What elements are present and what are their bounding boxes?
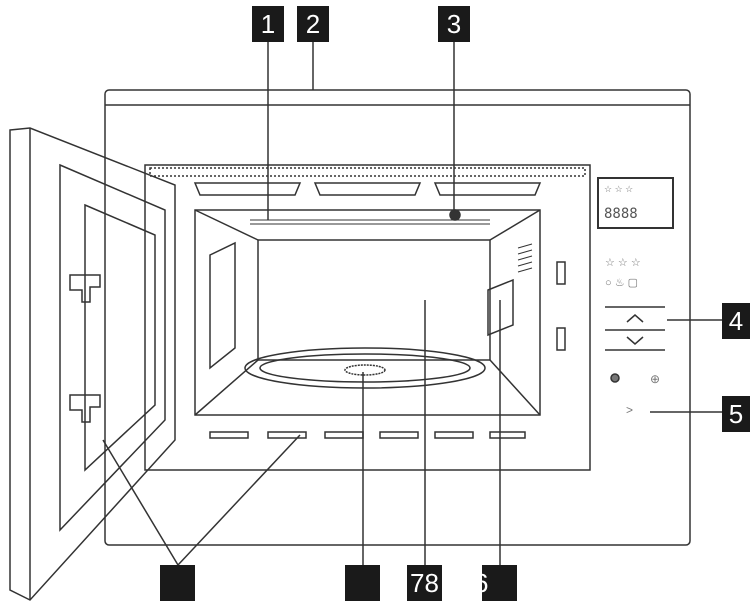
callout-5: 5	[722, 396, 750, 432]
svg-text:⊕: ⊕	[650, 372, 660, 386]
turntable	[244, 347, 486, 389]
back-wall	[257, 239, 491, 361]
control-panel: 8888 ☆ ☆ ☆ ☆ ☆ ☆ ○ ♨ ▢ ⊕ >	[597, 177, 674, 417]
light-lamp	[449, 209, 461, 221]
left-window	[209, 241, 236, 370]
callout-78: 78	[407, 565, 442, 601]
svg-text:○ ♨ ▢: ○ ♨ ▢	[605, 277, 638, 289]
top-vents	[193, 182, 542, 196]
svg-text:>: >	[626, 403, 633, 417]
callout-6: 6	[474, 565, 517, 601]
vent-grille	[149, 167, 586, 177]
callout-2: 2	[297, 6, 329, 42]
cavity-frame	[144, 164, 591, 471]
door-latch-bottom	[556, 327, 566, 351]
callout-1: 1	[252, 6, 284, 42]
side-vent	[517, 243, 533, 273]
grill-heater	[250, 219, 490, 225]
turntable-inner	[259, 353, 471, 383]
inner-cavity	[194, 209, 541, 416]
callout-bottom-1	[160, 565, 195, 601]
callout-3: 3	[438, 6, 470, 42]
door-latch-top	[556, 261, 566, 285]
leader-lines	[102, 42, 722, 566]
bottom-vents	[209, 431, 526, 439]
microwave-body	[104, 89, 691, 546]
cavity-edges	[194, 209, 541, 416]
svg-text:☆ ☆ ☆: ☆ ☆ ☆	[604, 184, 633, 194]
turntable-hub	[344, 364, 386, 376]
door	[9, 127, 176, 601]
svg-text:8888: 8888	[604, 206, 638, 222]
callout-4: 4	[722, 303, 750, 339]
svg-text:☆ ☆ ☆: ☆ ☆ ☆	[605, 257, 641, 269]
waveguide-cover	[487, 278, 514, 337]
callout-bottom-2	[345, 565, 380, 601]
